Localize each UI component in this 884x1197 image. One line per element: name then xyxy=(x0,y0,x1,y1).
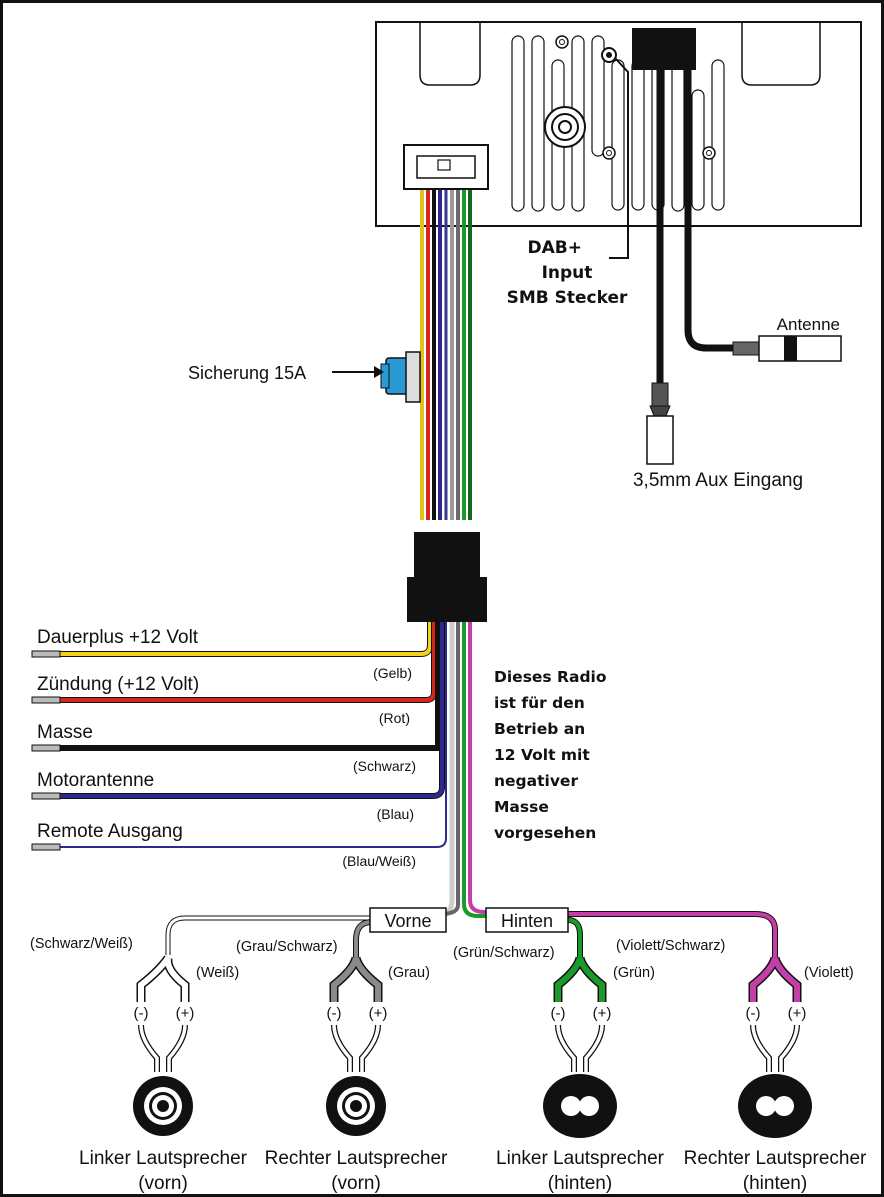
speaker-position-label: (hinten) xyxy=(548,1173,612,1194)
front-box-label: Vorne xyxy=(384,911,431,931)
note-text: Dieses Radio ist für den Betrieb an 12 V… xyxy=(494,668,607,842)
harness-wires xyxy=(420,190,472,520)
minus-terminal-label: (-) xyxy=(134,1005,149,1022)
speaker-icon xyxy=(738,1074,812,1138)
dab-label-line3: SMB Stecker xyxy=(507,288,628,308)
neg-wire-color-label: (Violett/Schwarz) xyxy=(616,938,725,954)
wire-label: Remote Ausgang xyxy=(37,821,183,842)
speaker-name-label: Rechter Lautsprecher xyxy=(265,1148,448,1169)
wire-label: Motorantenne xyxy=(37,770,154,791)
speaker-name-label: Linker Lautsprecher xyxy=(79,1148,248,1169)
minus-terminal-label: (-) xyxy=(327,1005,342,1022)
speaker-icon xyxy=(133,1076,193,1136)
aux-cable xyxy=(646,70,674,465)
speaker-position-label: (vorn) xyxy=(331,1173,381,1194)
speaker-position-label: (vorn) xyxy=(138,1173,188,1194)
speaker-assembly: (-) (+) (Violett/Schwarz) (Violett) Rechter … xyxy=(616,938,867,1194)
neg-wire-color-label: (Grün/Schwarz) xyxy=(453,945,555,961)
plus-terminal-label: (+) xyxy=(788,1005,807,1022)
speaker-icon xyxy=(543,1074,617,1138)
dab-label-line2: Input xyxy=(542,263,593,283)
note-line: 12 Volt mit xyxy=(494,746,590,764)
plus-terminal-label: (+) xyxy=(176,1005,195,1022)
speaker-position-label: (hinten) xyxy=(743,1173,807,1194)
wire-label: Dauerplus +12 Volt xyxy=(37,627,199,648)
pos-wire-color-label: (Weiß) xyxy=(196,965,239,981)
wire-label: Zündung (+12 Volt) xyxy=(37,674,199,695)
note-line: vorgesehen xyxy=(494,824,596,842)
rear-box-label: Hinten xyxy=(501,911,553,931)
wire-labels: Dauerplus +12 Volt (Gelb) Zündung (+12 V… xyxy=(37,627,416,869)
wire-color-label: (Schwarz) xyxy=(353,758,416,774)
front-box xyxy=(369,907,447,933)
wire-color-label: (Blau/Weiß) xyxy=(342,853,416,869)
wire-color-label: (Rot) xyxy=(379,710,410,726)
dab-pointer xyxy=(609,57,629,259)
wire-label: Masse xyxy=(37,722,93,743)
fuse-holder xyxy=(380,351,421,403)
rear-branch xyxy=(567,911,778,958)
speaker-assembly: (-) (+) (Schwarz/Weiß) (Weiß) Linker Lautspr… xyxy=(30,936,248,1194)
aux-label: 3,5mm Aux Eingang xyxy=(633,470,803,491)
note-line: negativer xyxy=(494,772,578,790)
plus-terminal-label: (+) xyxy=(593,1005,612,1022)
pos-wire-color-label: (Grau) xyxy=(388,965,430,981)
antenna-cable xyxy=(684,70,842,362)
dab-label-line1: DAB+ xyxy=(528,238,582,258)
minus-terminal-label: (-) xyxy=(551,1005,566,1022)
antenna-label: Antenne xyxy=(777,315,840,334)
head-unit xyxy=(375,21,862,227)
neg-wire-color-label: (Grau/Schwarz) xyxy=(236,939,338,955)
speaker-assembly: (-) (+) (Grau/Schwarz) (Grau) Rechter Lautsp… xyxy=(236,939,448,1194)
note-line: Betrieb an xyxy=(494,720,585,738)
note-line: Dieses Radio xyxy=(494,668,607,686)
fuse-label: Sicherung 15A xyxy=(188,363,306,383)
neg-wire-color-label: (Schwarz/Weiß) xyxy=(30,936,133,952)
speakers: (-) (+) (Schwarz/Weiß) (Weiß) Linker Lautspr… xyxy=(30,936,867,1194)
note-line: Masse xyxy=(494,798,549,816)
speaker-name-label: Linker Lautsprecher xyxy=(496,1148,665,1169)
plus-terminal-label: (+) xyxy=(369,1005,388,1022)
wire-color-label: (Blau) xyxy=(377,806,414,822)
speaker-trunk xyxy=(410,622,500,920)
speaker-icon xyxy=(326,1076,386,1136)
power-wires xyxy=(31,622,447,851)
speaker-assembly: (-) (+) (Grün/Schwarz) (Grün) Linker Lautspr… xyxy=(453,945,665,1194)
pos-wire-color-label: (Grün) xyxy=(613,965,655,981)
speaker-name-label: Rechter Lautsprecher xyxy=(684,1148,867,1169)
note-line: ist für den xyxy=(494,694,585,712)
pos-wire-color-label: (Violett) xyxy=(804,965,854,981)
rear-box xyxy=(485,907,569,933)
iso-plug xyxy=(407,532,487,622)
wire-color-label: (Gelb) xyxy=(373,665,412,681)
minus-terminal-label: (-) xyxy=(746,1005,761,1022)
